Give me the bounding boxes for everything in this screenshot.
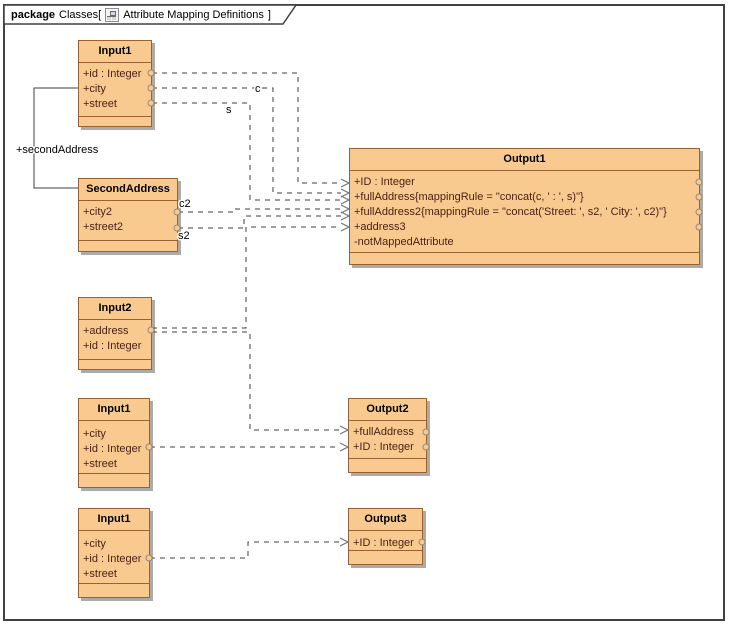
operation-compartment	[79, 116, 151, 126]
attribute-id[interactable]: +id : Integer	[83, 340, 142, 352]
attribute-compartment: +ID : Integer	[349, 530, 422, 550]
attribute-compartment: +address +id : Integer	[79, 319, 151, 359]
attribute-compartment: +ID : Integer +fullAddress{mappingRule =…	[350, 170, 699, 252]
diagram-title: Attribute Mapping Definitions	[123, 8, 264, 21]
close-bracket: ]	[267, 8, 271, 21]
attribute-compartment: +city +id : Integer +street	[79, 530, 149, 583]
attribute-compartment: +id : Integer +city +street	[79, 62, 151, 116]
package-context: Classes[	[59, 8, 102, 21]
class-title[interactable]: Input2	[98, 302, 132, 314]
attribute-id[interactable]: +id : Integer	[83, 443, 142, 455]
operation-compartment	[349, 458, 426, 472]
attribute-compartment: +fullAddress +ID : Integer	[349, 420, 426, 458]
attribute-id[interactable]: +id : Integer	[83, 553, 142, 565]
attribute-notmapped[interactable]: -notMappedAttribute	[354, 236, 454, 248]
attribute-fulladdress2[interactable]: +fullAddress2{mappingRule = "concat('Str…	[354, 206, 667, 218]
class-output3[interactable]: Output3 +ID : Integer	[348, 508, 423, 565]
attribute-compartment: +city2 +street2	[79, 200, 177, 240]
attribute-city[interactable]: +city	[83, 83, 106, 95]
attribute-street[interactable]: +street	[83, 98, 117, 110]
attribute-fulladdress[interactable]: +fullAddress{mappingRule = "concat(c, ' …	[354, 191, 584, 203]
class-title[interactable]: Input1	[98, 45, 132, 57]
attribute-fulladdress[interactable]: +fullAddress	[353, 426, 414, 438]
class-title[interactable]: Output2	[366, 403, 409, 415]
attribute-city[interactable]: +city	[83, 538, 106, 550]
class-input1-top[interactable]: Input1 +id : Integer +city +street	[78, 40, 152, 127]
attribute-city2[interactable]: +city2	[83, 206, 113, 218]
attribute-street[interactable]: +street	[83, 458, 117, 470]
package-keyword: package	[11, 8, 56, 21]
attribute-street[interactable]: +street	[83, 568, 117, 580]
operation-compartment	[79, 473, 149, 487]
class-input1-bottom[interactable]: Input1 +city +id : Integer +street	[78, 508, 150, 598]
class-title[interactable]: Output1	[503, 153, 546, 165]
class-title[interactable]: Output3	[364, 513, 407, 525]
frame-tab-label: package Classes[ Attribute Mapping Defin…	[11, 7, 271, 22]
attribute-address[interactable]: +address	[83, 325, 129, 337]
class-title[interactable]: Input1	[97, 403, 131, 415]
class-title[interactable]: Input1	[97, 513, 131, 525]
operation-compartment	[350, 252, 699, 264]
diagram-icon	[105, 7, 120, 22]
class-secondaddress[interactable]: SecondAddress +city2 +street2	[78, 178, 178, 252]
attribute-street2[interactable]: +street2	[83, 221, 124, 233]
attribute-id[interactable]: +id : Integer	[83, 68, 142, 80]
attribute-id[interactable]: +ID : Integer	[353, 441, 414, 453]
class-output2[interactable]: Output2 +fullAddress +ID : Integer	[348, 398, 427, 473]
operation-compartment	[349, 550, 422, 564]
attribute-id[interactable]: +ID : Integer	[353, 537, 414, 549]
operation-compartment	[79, 240, 177, 251]
class-title[interactable]: SecondAddress	[86, 183, 170, 195]
attribute-id[interactable]: +ID : Integer	[354, 176, 415, 188]
operation-compartment	[79, 583, 149, 597]
class-input1-middle[interactable]: Input1 +city +id : Integer +street	[78, 398, 150, 488]
attribute-compartment: +city +id : Integer +street	[79, 420, 149, 473]
class-input2[interactable]: Input2 +address +id : Integer	[78, 297, 152, 370]
operation-compartment	[79, 359, 151, 369]
attribute-city[interactable]: +city	[83, 428, 106, 440]
class-output1[interactable]: Output1 +ID : Integer +fullAddress{mappi…	[349, 148, 700, 265]
attribute-address3[interactable]: +address3	[354, 221, 406, 233]
